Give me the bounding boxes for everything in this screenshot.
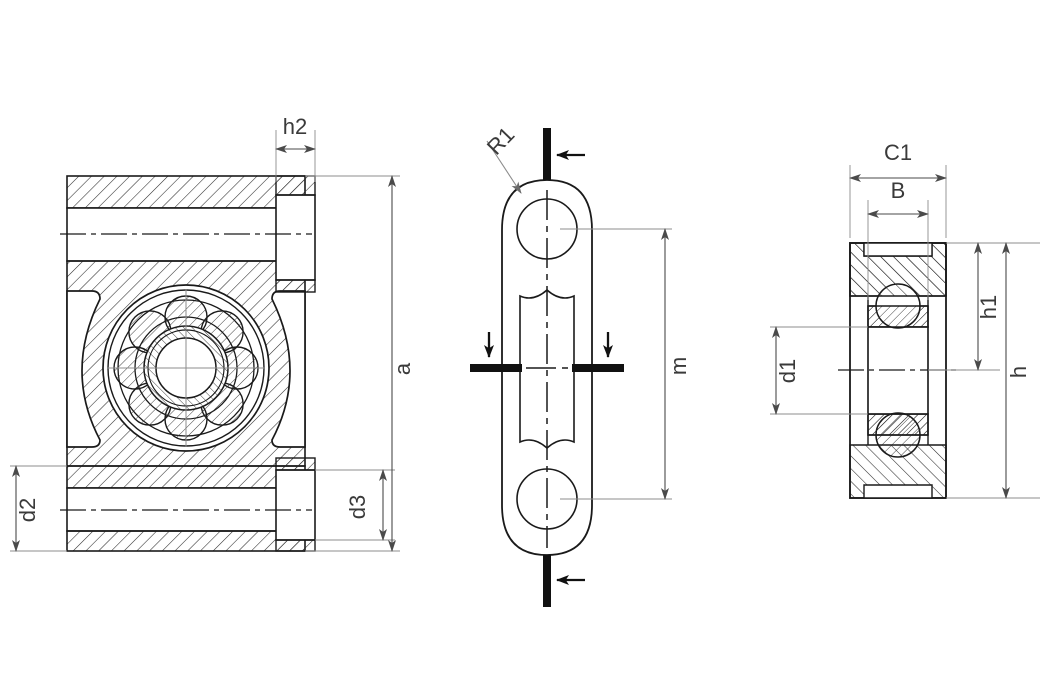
dim-label-h2: h2 bbox=[283, 114, 307, 139]
section-bar-left-2 bbox=[572, 364, 624, 372]
dim-label-d1: d1 bbox=[775, 359, 800, 383]
left-view-upper-boss bbox=[275, 194, 316, 281]
right-view-dimensions: C1 B d1 h1 h bbox=[770, 140, 1040, 499]
dim-label-m: m bbox=[666, 357, 691, 375]
bearing-assembly bbox=[102, 284, 270, 452]
left-lower-hatch-band bbox=[66, 465, 306, 489]
housing-lower-notch bbox=[863, 484, 933, 499]
dim-label-h: h bbox=[1006, 366, 1031, 378]
dim-label-B: B bbox=[891, 178, 906, 203]
dim-label-C1: C1 bbox=[884, 140, 912, 165]
left-view-lower-boss bbox=[275, 469, 316, 541]
bearing-center-cross bbox=[107, 289, 265, 447]
dim-label-a: a bbox=[390, 362, 415, 375]
left-side-recess bbox=[66, 290, 101, 448]
left-front-section-view bbox=[60, 175, 316, 552]
dim-label-h1: h1 bbox=[976, 295, 1001, 319]
left-view-boss-caps bbox=[275, 175, 316, 552]
section-bar-bottom bbox=[543, 555, 551, 607]
dim-label-d3: d3 bbox=[345, 495, 370, 519]
left-view-dimensions: h2 a d2 d3 bbox=[10, 114, 415, 552]
profile-waist-body bbox=[519, 288, 575, 450]
left-upper-hatch-band bbox=[66, 175, 306, 209]
section-arrows bbox=[484, 150, 613, 585]
right-side-recess bbox=[271, 290, 306, 448]
middle-side-profile-view: R1 m bbox=[470, 122, 691, 607]
left-bottom-hatch-band bbox=[66, 530, 306, 552]
section-bar-left bbox=[470, 364, 522, 372]
section-marker-bars bbox=[470, 128, 624, 607]
dim-label-d2: d2 bbox=[15, 498, 40, 522]
right-cross-section-view bbox=[838, 242, 958, 499]
left-view-centerlines bbox=[60, 233, 312, 511]
section-bar-top bbox=[543, 128, 551, 180]
